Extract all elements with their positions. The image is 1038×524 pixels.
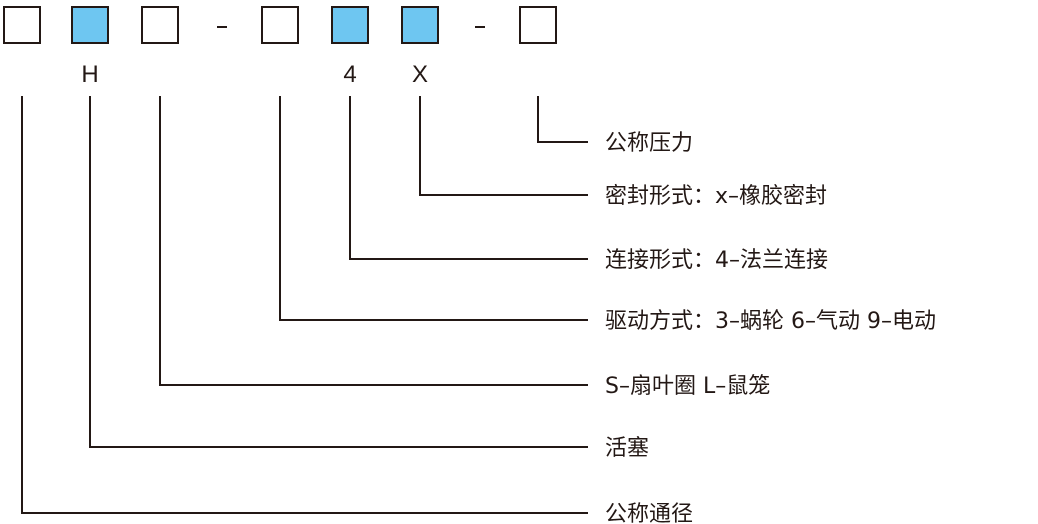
leader-lines bbox=[21, 96, 588, 514]
code-box-7 bbox=[519, 6, 557, 44]
code-letter-6: X bbox=[412, 61, 428, 88]
leader-line-6 bbox=[419, 96, 588, 196]
code-boxes bbox=[3, 6, 557, 44]
description-label-7: 公称压力 bbox=[605, 131, 693, 156]
code-box-2 bbox=[71, 6, 109, 44]
description-label-6: 密封形式：x–橡胶密封 bbox=[605, 184, 827, 209]
code-box-1 bbox=[3, 6, 41, 44]
code-letters: H 4 X bbox=[81, 61, 428, 88]
code-letter-5: 4 bbox=[343, 61, 356, 88]
description-label-3: S–扇叶圈 L–鼠笼 bbox=[605, 374, 770, 399]
leader-line-5 bbox=[349, 96, 588, 260]
leader-line-3 bbox=[159, 96, 588, 386]
description-label-2: 活塞 bbox=[605, 436, 649, 461]
description-label-4: 驱动方式：3–蜗轮 6–气动 9–电动 bbox=[605, 309, 936, 334]
leader-line-7 bbox=[537, 96, 588, 143]
code-letter-2: H bbox=[81, 61, 98, 88]
leader-line-4 bbox=[279, 96, 588, 321]
code-box-6 bbox=[401, 6, 439, 44]
code-box-5 bbox=[331, 6, 369, 44]
code-box-4 bbox=[261, 6, 299, 44]
leader-line-2 bbox=[89, 96, 588, 448]
leader-line-1 bbox=[21, 96, 588, 514]
code-box-3 bbox=[141, 6, 179, 44]
description-label-5: 连接形式：4–法兰连接 bbox=[605, 248, 828, 273]
description-label-1: 公称通径 bbox=[605, 502, 693, 524]
